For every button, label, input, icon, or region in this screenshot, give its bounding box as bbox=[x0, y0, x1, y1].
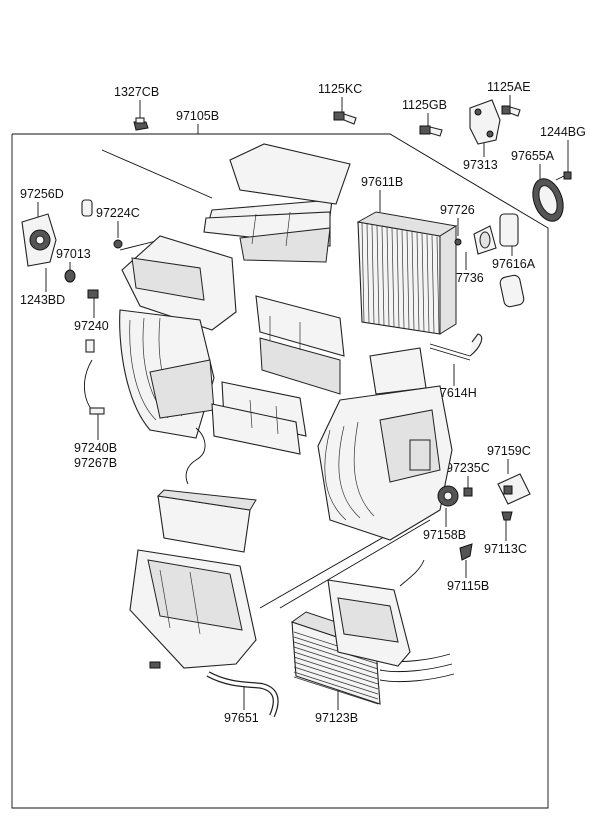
evaporator-fin bbox=[361, 222, 365, 323]
evaporator-fin bbox=[386, 227, 390, 327]
connector-97115B-icon bbox=[459, 543, 473, 561]
evaporator-fin bbox=[411, 231, 415, 331]
label-97158B: 97158B bbox=[423, 528, 466, 542]
label-1243BD: 1243BD bbox=[20, 293, 65, 307]
label-1327CB: 1327CB bbox=[114, 85, 159, 99]
label-97313: 97313 bbox=[463, 158, 498, 172]
clip-97113C-icon bbox=[501, 511, 513, 521]
evaporator-fin bbox=[376, 225, 380, 325]
evaporator-fin bbox=[381, 226, 385, 326]
evaporator-fin bbox=[371, 224, 375, 324]
label-97655A: 97655A bbox=[511, 149, 555, 163]
label-1125KC: 1125KC bbox=[318, 82, 362, 96]
heater-fin bbox=[293, 666, 379, 695]
filter-frame-top-icon bbox=[203, 143, 351, 263]
lower-cover-right-icon bbox=[327, 559, 425, 667]
label-97736: 97736 bbox=[449, 271, 484, 285]
tray-piece-icon bbox=[156, 489, 257, 553]
frame-outline bbox=[11, 133, 549, 809]
cable-97240B-icon bbox=[185, 427, 206, 485]
label-97611B: 97611B bbox=[361, 175, 403, 189]
filter-frame-center-icon bbox=[211, 295, 345, 455]
heater-fin bbox=[293, 656, 379, 685]
label-97224C: 97224C bbox=[96, 206, 140, 220]
label-97013: 97013 bbox=[56, 247, 91, 261]
module-97159C-icon bbox=[497, 473, 531, 505]
actuator-97158B-icon bbox=[437, 485, 459, 507]
bolt-1327CB-icon bbox=[133, 117, 149, 131]
seal-97655A-icon bbox=[532, 178, 564, 222]
sensor-97235C-icon bbox=[463, 487, 473, 497]
actuator-97013-icon bbox=[64, 269, 76, 283]
gasket-97616A-icon bbox=[499, 213, 525, 308]
actuator-97224C-icon bbox=[81, 199, 123, 249]
screw-1244BG-icon bbox=[555, 171, 572, 181]
label-97240: 97240 bbox=[74, 319, 109, 333]
lower-case-icon bbox=[129, 549, 257, 669]
evaporator-fin bbox=[396, 229, 400, 328]
heater-fin bbox=[293, 661, 379, 690]
evaporator-fin bbox=[436, 236, 440, 335]
heater-fin bbox=[293, 641, 379, 670]
label-1125GB: 1125GB bbox=[402, 98, 447, 112]
label-97614H: 97614H bbox=[433, 386, 477, 400]
evaporator-fin bbox=[391, 228, 395, 327]
main-housing-right-icon bbox=[317, 347, 453, 541]
evaporator-fin bbox=[366, 223, 370, 323]
blower-motor-97256D-icon bbox=[21, 213, 57, 267]
evaporator-fin bbox=[406, 231, 410, 330]
label-97256D: 97256D bbox=[20, 187, 64, 201]
drain-hose-97651-icon bbox=[206, 671, 279, 718]
label-97115B: 97115B bbox=[447, 579, 489, 593]
evaporator-fin bbox=[421, 233, 425, 332]
part-labels: 1327CB 97105B 1125KC 1125GB 1125AE 1244B… bbox=[20, 80, 586, 725]
label-97651: 97651 bbox=[224, 711, 259, 725]
evaporator-fin bbox=[401, 230, 405, 329]
label-97235C: 97235C bbox=[446, 461, 490, 475]
gasket-97726-icon bbox=[454, 238, 462, 246]
heater-fin bbox=[293, 676, 379, 705]
blower-housing-left-icon bbox=[119, 235, 237, 439]
gasket-97736-icon bbox=[473, 225, 497, 255]
label-1125AE: 1125AE bbox=[487, 80, 531, 94]
bolt-1125KC-icon bbox=[333, 111, 357, 125]
label-97240B: 97240B bbox=[74, 441, 117, 455]
heater-fin bbox=[293, 636, 379, 665]
heater-fin bbox=[293, 646, 379, 675]
heater-fin bbox=[293, 671, 379, 700]
evaporator-fin bbox=[426, 234, 430, 333]
sensor-97614H-icon bbox=[429, 333, 483, 361]
label-97267B: 97267B bbox=[74, 456, 117, 470]
evaporator-fin bbox=[416, 232, 420, 331]
label-97726: 97726 bbox=[440, 203, 475, 217]
evaporator-core-97611B-icon bbox=[356, 211, 458, 335]
label-97159C: 97159C bbox=[487, 444, 531, 458]
bolt-1125GB-icon bbox=[419, 125, 443, 137]
connector-97240-icon bbox=[84, 289, 105, 415]
heater-fin bbox=[293, 651, 379, 680]
bolt-1125AE-icon bbox=[501, 105, 521, 117]
label-97616A: 97616A bbox=[492, 257, 536, 271]
label-97123B: 97123B bbox=[315, 711, 358, 725]
label-97105B: 97105B bbox=[176, 109, 219, 123]
evaporator-fin bbox=[431, 235, 435, 334]
label-1244BG: 1244BG bbox=[540, 125, 586, 139]
resistor-97313-icon bbox=[469, 99, 501, 145]
label-97113C: 97113C bbox=[484, 542, 527, 556]
